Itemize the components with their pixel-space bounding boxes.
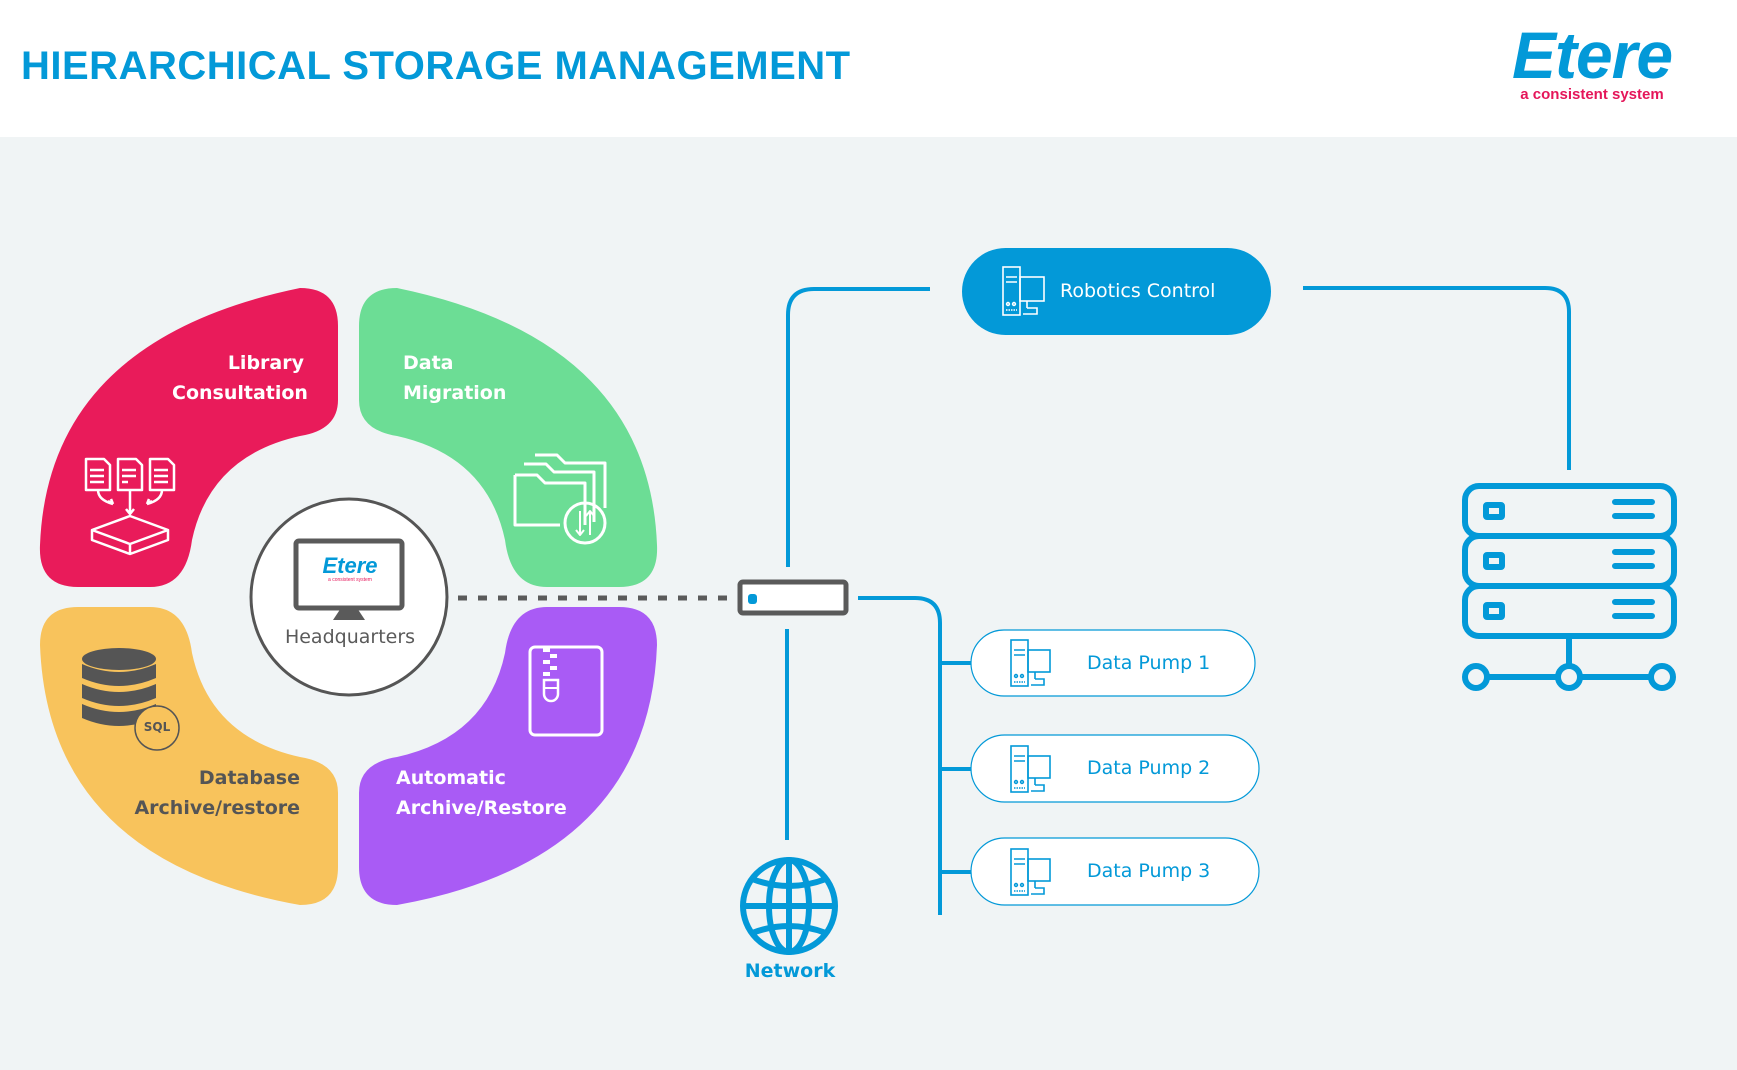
segment-library[interactable] <box>39 288 339 587</box>
segment-automatic-label: Automatic Archive/Restore <box>396 763 567 823</box>
monitor-icon <box>293 538 405 620</box>
folders-transfer-icon <box>513 453 607 545</box>
workstation-icon <box>1010 639 1051 687</box>
workstation-icon <box>1010 848 1051 896</box>
label-line: Archive/restore <box>134 797 300 819</box>
label-line: Automatic <box>396 767 506 789</box>
label-line: Consultation <box>172 382 308 404</box>
logo-tagline: a consistent system <box>1520 86 1664 103</box>
headquarters-label: Headquarters <box>284 626 416 648</box>
robotics-control-label: Robotics Control <box>1060 280 1216 302</box>
link-switch-pumps <box>858 596 942 915</box>
segment-migration-label: Data Migration <box>403 348 506 408</box>
page-title: HIERARCHICAL STORAGE MANAGEMENT <box>21 44 851 88</box>
header: HIERARCHICAL STORAGE MANAGEMENT Etere a … <box>0 0 1737 137</box>
network-label: Network <box>744 960 836 982</box>
label-line: Archive/Restore <box>396 797 567 819</box>
server-rack-icon[interactable] <box>1462 483 1677 691</box>
sql-database-icon <box>82 648 180 751</box>
workstation-icon <box>1010 745 1051 793</box>
segment-migration[interactable] <box>359 288 658 587</box>
data-pump-label-2: Data Pump 2 <box>1087 757 1211 779</box>
robotics-control-node[interactable] <box>962 248 1271 335</box>
hq-screen-logo: Etere a consistent system <box>300 553 400 584</box>
link-robotics-storage <box>1303 286 1571 470</box>
label-line: Migration <box>403 382 507 404</box>
zip-archive-icon <box>528 645 604 737</box>
segment-database-label: Database Archive/restore <box>120 763 300 823</box>
sql-badge: SQL <box>143 720 171 734</box>
etere-logo: Etere a consistent system <box>1492 22 1692 103</box>
data-pump-label-3: Data Pump 3 <box>1087 860 1211 882</box>
label-line: Database <box>198 767 300 789</box>
hq-logo-wordmark: Etere <box>322 553 378 578</box>
link-switch-robotics <box>786 287 930 567</box>
network-switch-icon[interactable] <box>737 579 849 616</box>
segment-automatic[interactable] <box>359 607 657 905</box>
workstation-icon <box>1002 266 1045 316</box>
label-line: Library <box>227 352 304 374</box>
data-pump-label-1: Data Pump 1 <box>1087 652 1211 674</box>
label-line: Data <box>403 352 454 374</box>
segment-library-label: Library Consultation <box>172 348 308 408</box>
globe-icon[interactable] <box>740 857 838 955</box>
logo-wordmark: Etere <box>1511 18 1673 92</box>
hq-logo-tagline: a consistent system <box>328 577 372 583</box>
documents-to-tray-icon <box>84 457 176 556</box>
